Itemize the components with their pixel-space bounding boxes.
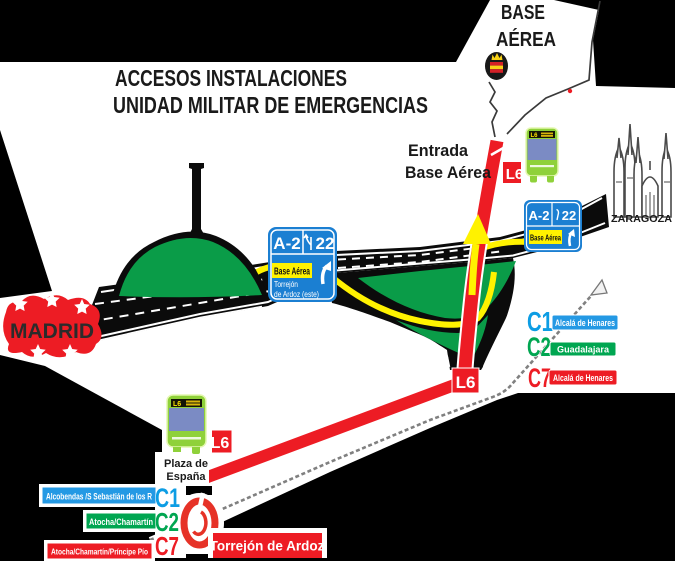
svg-text:C2: C2 [527, 332, 551, 362]
svg-text:UNIDAD MILITAR DE EMERGENCIAS: UNIDAD MILITAR DE EMERGENCIAS [113, 92, 428, 118]
svg-text:Torrejón de Ardoz: Torrejón de Ardoz [210, 539, 325, 554]
svg-text:Base Aérea: Base Aérea [530, 234, 561, 243]
svg-text:C7: C7 [155, 531, 179, 561]
svg-text:A-2: A-2 [529, 208, 550, 223]
svg-text:C1: C1 [155, 483, 180, 513]
svg-text:MADRID: MADRID [10, 320, 94, 343]
svg-text:C7: C7 [528, 363, 551, 393]
svg-text:de Ardoz (este): de Ardoz (este) [274, 290, 319, 299]
svg-text:Plaza de: Plaza de [164, 458, 208, 470]
svg-text:España: España [166, 471, 206, 483]
svg-text:ZARAGOZA: ZARAGOZA [611, 213, 672, 225]
svg-text:Alcalá de Henares: Alcalá de Henares [553, 373, 613, 384]
svg-text:Alcobendas /S Sebastián de los: Alcobendas /S Sebastián de los R [46, 492, 152, 503]
svg-text:Torrejón: Torrejón [274, 280, 298, 289]
svg-text:AÉREA: AÉREA [496, 28, 556, 51]
svg-text:Guadalajara: Guadalajara [557, 345, 610, 356]
svg-text:Atocha/Chamartín/Príncipe Pío: Atocha/Chamartín/Príncipe Pío [51, 547, 148, 557]
svg-text:L6: L6 [173, 401, 181, 408]
svg-text:C2: C2 [155, 507, 179, 537]
svg-text:22: 22 [316, 234, 335, 253]
svg-text:Base Aérea: Base Aérea [274, 267, 310, 278]
svg-text:L6: L6 [456, 373, 476, 392]
svg-text:Alcalá de Henares: Alcalá de Henares [555, 318, 615, 329]
svg-text:ACCESOS INSTALACIONES: ACCESOS INSTALACIONES [115, 65, 347, 91]
svg-text:Entrada: Entrada [408, 142, 469, 160]
svg-text:22: 22 [562, 208, 576, 223]
svg-text:Base Aérea: Base Aérea [405, 164, 492, 182]
svg-text:L6: L6 [506, 166, 524, 183]
svg-text:A-2: A-2 [273, 234, 300, 253]
svg-text:Atocha/Chamartín: Atocha/Chamartín [89, 517, 153, 528]
svg-text:C1: C1 [527, 306, 553, 337]
svg-text:L6: L6 [211, 435, 230, 452]
svg-text:BASE: BASE [501, 2, 545, 24]
svg-text:L6: L6 [531, 133, 539, 139]
